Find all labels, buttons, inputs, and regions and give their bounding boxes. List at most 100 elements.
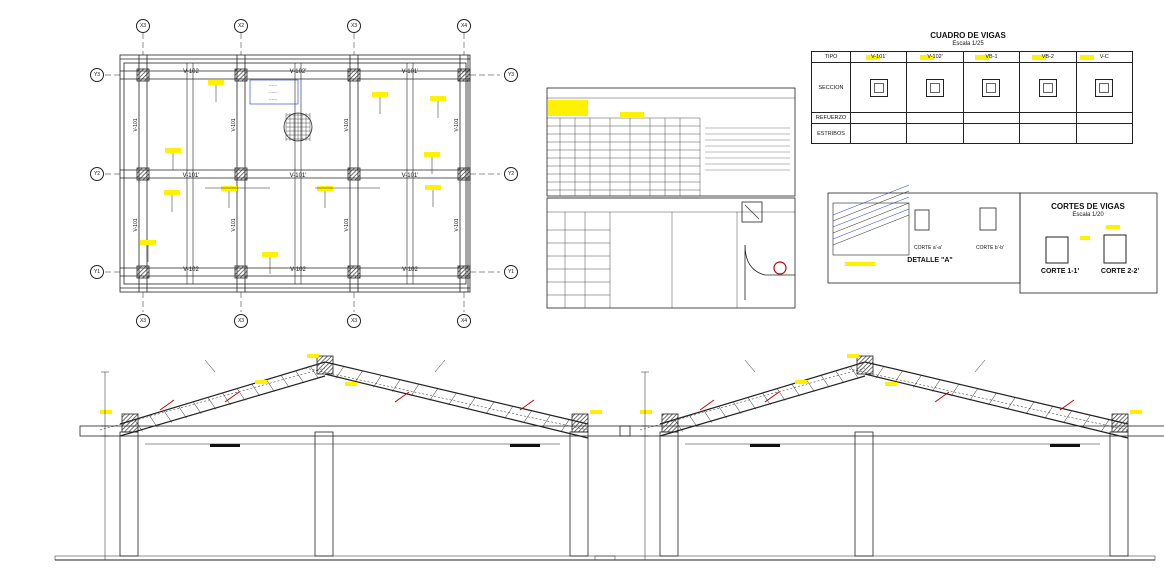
- elevation-left-red-mark: [159, 399, 175, 411]
- axis-bubble-bottom: X4: [457, 314, 471, 328]
- elevation-right-yellow-tag: [795, 380, 807, 384]
- corte-yellow-tag: [1080, 236, 1090, 240]
- elevation-right-leader: [974, 359, 986, 373]
- cell-estribos: [906, 123, 964, 144]
- elevation-right-truss-web: [950, 384, 960, 397]
- detalle-slope-box: [832, 202, 910, 256]
- yellow-tag: [425, 185, 441, 190]
- table-header-vb1: VB-1: [962, 51, 1021, 63]
- column: [457, 68, 471, 82]
- elevation-left-truss-web: [429, 388, 438, 401]
- table-row-label-seccion: SECCION: [811, 62, 851, 113]
- beam-label-top: V-102': [290, 69, 307, 75]
- elevation-left-black-bar: [510, 444, 540, 447]
- section-image-v101: [849, 62, 908, 113]
- beam-label-mid: V-101': [183, 173, 200, 179]
- elevation-right-truss-web: [894, 370, 903, 383]
- yellow-tag: [165, 148, 181, 153]
- elevation-left-black-bar: [210, 444, 240, 447]
- elevation-right-red-mark: [934, 391, 950, 403]
- elevation-left-truss-web: [523, 410, 532, 423]
- elevation-left-truss-web: [504, 406, 514, 419]
- detalle-section-a: [914, 209, 930, 231]
- elevation-right-column: [854, 431, 874, 557]
- elevation-right-truss-web: [791, 384, 800, 397]
- elevation-left-truss-web: [467, 397, 476, 410]
- elevation-right-black-bar: [750, 444, 780, 447]
- elevation-left-truss-web: [561, 419, 570, 432]
- cell-refuerzo: [906, 112, 964, 124]
- cell-estribos: [962, 123, 1021, 144]
- elevation-left-column: [119, 431, 139, 557]
- column: [234, 68, 248, 82]
- elevation-right-red-mark: [1059, 399, 1075, 411]
- beam-label-vertical: V-101: [454, 218, 460, 231]
- beam-label-vertical: V-101: [344, 218, 350, 231]
- elevation-right-truss-web: [1082, 415, 1091, 428]
- column: [136, 265, 150, 279]
- beam-label-bottom: V-102: [183, 267, 199, 273]
- elevation-left-truss-web: [149, 415, 158, 428]
- elevation-right-truss-web: [988, 392, 997, 406]
- blue-note: ......: [269, 89, 277, 95]
- beam-label-mid: V-101': [290, 173, 307, 179]
- elevation-right-truss-web: [931, 379, 941, 392]
- yellow-tag: [221, 186, 237, 191]
- elevation-left-truss-web: [485, 401, 495, 414]
- yellow-tag: [140, 240, 156, 245]
- elevation-left-truss-web: [391, 379, 401, 392]
- elevation-right-truss-web: [762, 392, 771, 406]
- elevation-right-column: [659, 431, 679, 557]
- elevation-left-eave-beam: [79, 425, 631, 437]
- elevation-right-yellow-tag: [885, 382, 897, 386]
- elevation-right-truss-web: [1025, 401, 1035, 414]
- elevation-left-column: [569, 431, 589, 557]
- column: [234, 265, 248, 279]
- axis-bubble-top: X3: [347, 19, 361, 33]
- elevation-right-leader: [744, 359, 756, 373]
- elevation-left-yellow-tag: [307, 354, 319, 358]
- axis-bubble-left: Y1: [90, 265, 104, 279]
- elevation-right-truss-web: [820, 375, 830, 388]
- elevation-right-red-mark: [699, 399, 715, 411]
- elevation-right-truss-web: [835, 370, 844, 383]
- elevation-right-column: [1109, 431, 1129, 557]
- cell-refuerzo: [849, 112, 908, 124]
- axis-bubble-top: X3: [136, 19, 150, 33]
- section-image-vc: [1075, 62, 1134, 113]
- elevation-left-truss-web: [310, 366, 319, 379]
- cell-estribos: [1075, 123, 1134, 144]
- corte-1-section: [1045, 236, 1069, 264]
- elevation-right-truss-web: [850, 366, 859, 379]
- column: [136, 68, 150, 82]
- elevation-left-rafter-bottom: [119, 375, 326, 437]
- detalle-slope-line: [832, 196, 910, 228]
- blue-note-frame: [249, 79, 299, 105]
- yellow-tag: [208, 80, 224, 85]
- detalle-title: DETALLE "A": [907, 257, 953, 264]
- elevation-right-yellow-tag: [1130, 410, 1142, 414]
- table-header-tipo: TIPO: [811, 51, 851, 63]
- table-vigas: TIPO V-101' V-102' VB-1 VB-2 V-C SECCION…: [811, 51, 1134, 144]
- detalle-slope-line: [832, 214, 910, 246]
- axis-bubble-bottom: X3: [234, 314, 248, 328]
- detalle-slope-line: [832, 208, 910, 240]
- elevation-right-truss-web: [1063, 410, 1072, 423]
- elevation-left-column: [314, 431, 334, 557]
- beam-label-bottom: V-102: [402, 267, 418, 273]
- table-header-v101: V-101': [849, 51, 908, 63]
- elevation-right-truss-web: [689, 415, 698, 428]
- column: [457, 265, 471, 279]
- yellow-tag: [317, 186, 333, 191]
- elevation-left-truss-web: [280, 375, 290, 388]
- elevation-right-yellow-tag: [640, 410, 652, 414]
- detalle-slope-line: [832, 184, 910, 216]
- axis-bubble-left: Y3: [90, 68, 104, 82]
- detalle-corte-b-label: CORTE b'-b': [976, 245, 1004, 251]
- column: [457, 167, 471, 181]
- column: [136, 167, 150, 181]
- cell-refuerzo: [1075, 112, 1134, 124]
- section-image-vb1: [962, 62, 1021, 113]
- elevation-right-truss-web: [875, 366, 884, 379]
